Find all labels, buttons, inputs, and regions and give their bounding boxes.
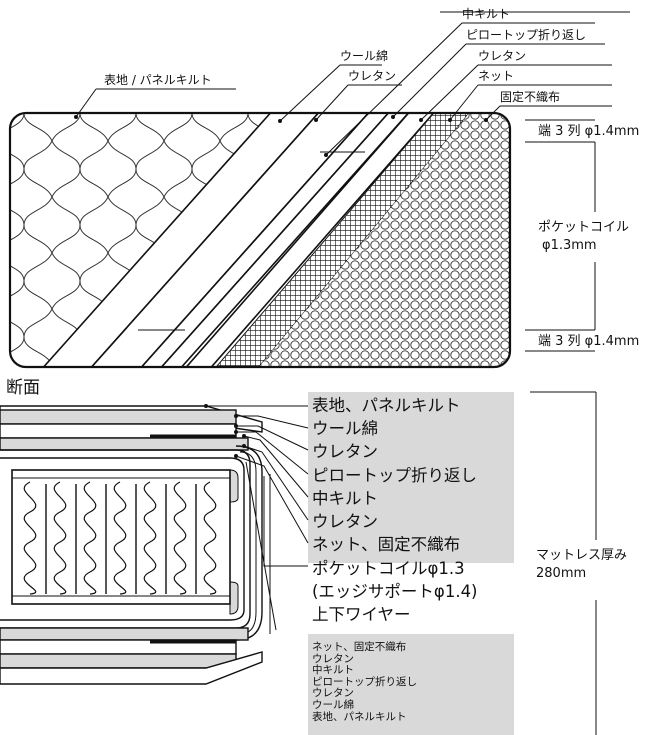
lower-layer-2: ウレタン [312,652,354,665]
callout-urethane-2: ウレタン [478,49,527,63]
mattress-outline [8,111,512,369]
core-wire: 上下ワイヤー [312,605,411,625]
upper-layer-1: 表地、パネルキルト [312,396,461,415]
callout-net: ネット [478,69,515,83]
callout-surface: 表地 / パネルキルト [104,73,212,87]
callout-wool: ウール綿 [340,49,389,63]
thickness-bracket [530,391,597,735]
thickness-value: 280mm [536,566,587,581]
dim-pocket-line1: ポケットコイル [538,220,630,235]
urethane-layer-2 [173,113,447,367]
thickness-label: マットレス厚み [536,548,628,563]
upper-layer-4: ピロートップ折り返し [312,465,477,485]
coil-core [11,469,231,605]
lower-layer-list: ネット、固定不織布 ウレタン 中キルト ピロートップ折り返し ウレタン ウール綿… [312,641,417,723]
core-edge-support: (エッジサポートφ1.4) [312,582,478,602]
dim-edge-bottom: 端 3 列 φ1.4mm [538,334,640,349]
urethane-layer [78,113,382,367]
lower-layer-5: ウレタン [312,687,354,700]
core-coil: ポケットコイルφ1.3 [312,559,465,578]
upper-layer-3: ウレタン [312,442,378,462]
upper-layer-list: 表地、パネルキルト ウール綿 ウレタン ピロートップ折り返し 中キルト ウレタン… [312,394,477,556]
dim-pocket-line2: φ1.3mm [542,238,597,253]
lower-layer-1: ネット、固定不織布 [312,641,407,653]
core-list: ポケットコイルφ1.3 (エッジサポートφ1.4) 上下ワイヤー [312,557,478,627]
lower-layer-7: 表地、パネルキルト [312,710,407,723]
pillow-top-layer [128,113,402,367]
wool-layer [30,113,332,367]
upper-labels-bg [308,392,514,563]
dim-bracket [525,119,596,352]
spring-coils [23,481,217,595]
callout-pillow-top: ピロートップ折り返し [466,28,587,42]
callout-naka-quilt: 中キルト [462,7,511,21]
upper-layer-7: ネット、固定不織布 [312,535,461,555]
mattress-top-view [10,113,510,367]
lower-labels-bg [308,634,514,735]
lower-layer-4: ピロートップ折り返し [312,675,417,688]
upper-layer-5: 中キルト [312,488,378,508]
lower-layer-6: ウール綿 [312,698,354,711]
lower-layer-3: 中キルト [312,664,354,677]
callout-fixed-nonwoven: 固定不織布 [500,90,561,104]
callout-leaders [75,22,612,156]
callout-urethane-1: ウレタン [348,69,397,83]
naka-quilt-layer [148,113,422,367]
upper-layer-6: ウレタン [312,512,378,532]
net-layer [203,113,482,367]
dim-edge-top: 端 3 列 φ1.4mm [538,124,640,139]
section-title: 断面 [6,378,40,398]
pocket-coil-area [248,113,510,367]
section-view [0,391,597,735]
section-leaders [206,405,309,634]
upper-layer-2: ウール綿 [312,419,378,439]
